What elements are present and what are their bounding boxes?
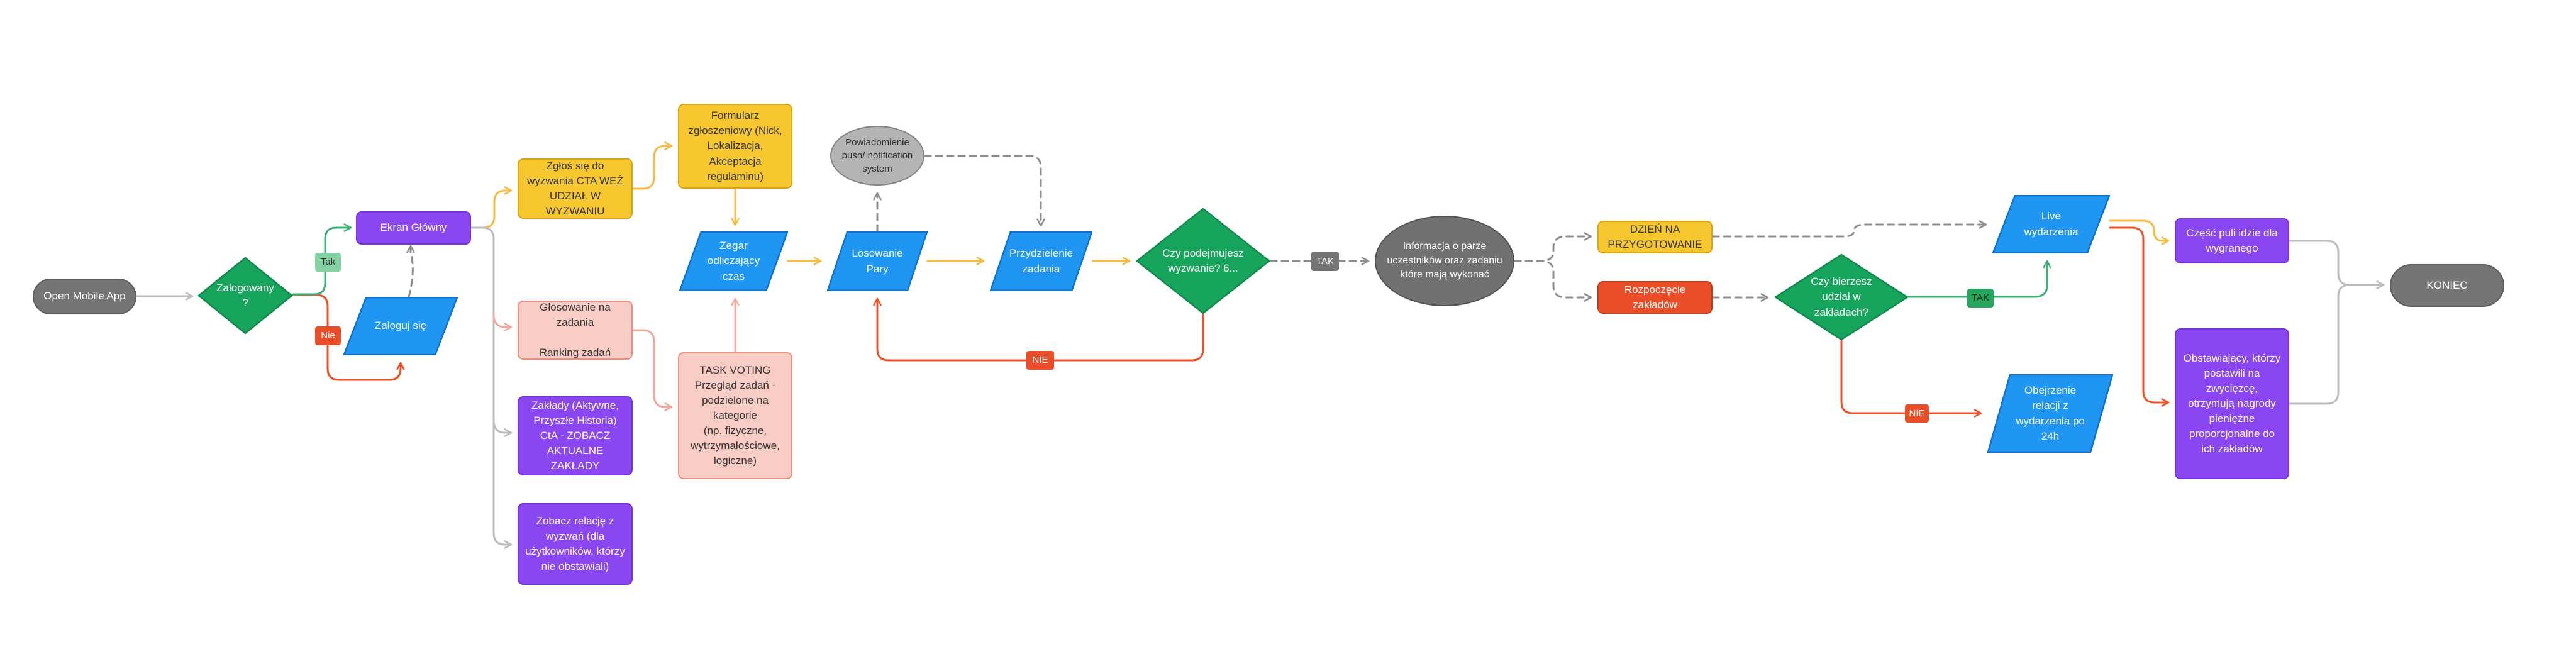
node-watch-relations: Zobacz relację z wyzwań (dla użytkownikó… xyxy=(518,503,633,585)
node-label: TAK xyxy=(1971,292,1990,304)
node-nie3-chip: NIE xyxy=(1905,404,1929,423)
node-label: Zegar odliczający czas xyxy=(707,240,760,282)
node-label: Formularz zgłoszeniowy (Nick, Lokalizacj… xyxy=(688,109,782,182)
node-pair-draw: Losowanie Pary xyxy=(827,231,928,291)
node-label: Głosowanie na zadania Ranking zadań xyxy=(539,301,611,359)
edge-bettors-to-end xyxy=(2288,284,2365,405)
edge-decision1-nie-loop xyxy=(292,294,405,381)
node-start: Open Mobile App xyxy=(33,279,136,314)
edge-trunk-to-bets xyxy=(492,419,513,437)
node-tak3-chip: TAK xyxy=(1967,289,1994,308)
edge-home-to-join xyxy=(470,186,513,229)
edge-decision3-tak xyxy=(1907,260,2051,298)
edge-home-trunk-to-watch xyxy=(470,226,513,549)
node-task-assignment: Przydzielenie zadania xyxy=(990,231,1092,291)
diamond-shape xyxy=(1136,208,1270,314)
node-tak2-chip: TAK xyxy=(1311,252,1339,271)
node-task-voting-overview: TASK VOTING Przegląd zadań - podzielone … xyxy=(678,352,792,479)
node-label: Powiadomienie push/ notification system xyxy=(841,136,913,175)
node-label: Zgłoś się do wyzwania CTA WEŹ UDZIAŁ W W… xyxy=(527,159,623,218)
node-label: Tak xyxy=(320,257,336,268)
node-push-notification: Powiadomienie push/ notification system xyxy=(830,126,924,186)
edge-join-to-form xyxy=(631,141,673,190)
node-winner-pool: Część puli idzie dla wygranego xyxy=(2175,218,2289,263)
edge-push-to-assignment xyxy=(923,155,1045,227)
diamond-shape xyxy=(197,257,293,335)
node-label: KONIEC xyxy=(2426,279,2468,291)
node-signup-form: Formularz zgłoszeniowy (Nick, Lokalizacj… xyxy=(678,104,792,189)
node-label: Nie xyxy=(321,330,335,341)
node-label: Open Mobile App xyxy=(43,290,126,302)
node-tak-chip: Tak xyxy=(315,253,341,272)
node-nie-chip: Nie xyxy=(315,326,341,345)
node-join-challenge: Zgłoś się do wyzwania CTA WEŹ UDZIAŁ W W… xyxy=(518,158,633,219)
node-label: Zobacz relację z wyzwań (dla użytkownikó… xyxy=(525,514,625,573)
node-label: TASK VOTING Przegląd zadań - podzielone … xyxy=(691,363,780,467)
parallelogram-shape xyxy=(827,231,928,291)
node-label: Obstawiający, którzy postawili na zwycię… xyxy=(2183,352,2281,455)
edge-info-to-prep xyxy=(1513,232,1592,262)
node-bet-participation-decision: Czy bierzesz udział w zakładach? xyxy=(1774,253,1909,341)
node-label: Informacja o parze uczestników oraz zada… xyxy=(1387,240,1502,280)
node-label: Losowanie Pary xyxy=(852,247,903,275)
node-label: TAK xyxy=(1316,255,1335,267)
parallelogram-shape xyxy=(1987,374,2113,453)
node-label: Przydzielenie zadania xyxy=(1009,247,1074,275)
edge-decision3-nie xyxy=(1840,340,1982,418)
edge-trunk-to-voting xyxy=(492,313,513,331)
parallelogram-shape xyxy=(990,231,1092,291)
node-label: Część puli idzie dla wygranego xyxy=(2186,226,2278,254)
edge-info-to-betting xyxy=(1513,260,1592,302)
node-end: KONIEC xyxy=(2390,264,2504,307)
node-label: Rozpoczęcie zakładów xyxy=(1624,283,1686,311)
node-bets-cta: Zakłady (Aktywne, Przyszłe Historia) CtA… xyxy=(518,396,633,475)
node-login: Zaloguj się xyxy=(343,297,458,355)
node-label: NIE xyxy=(1032,355,1048,366)
node-label: Zalogowany? xyxy=(216,281,274,309)
node-label: NIE xyxy=(1909,408,1925,419)
node-label: Czy bierzesz udział w zakładach? xyxy=(1811,275,1872,318)
edge-prep-to-live xyxy=(1711,220,1987,238)
node-take-challenge-decision: Czy podejmujesz wyzwanie? 6... xyxy=(1136,208,1270,314)
node-betting-start: Rozpoczęcie zakładów xyxy=(1597,281,1713,314)
node-nie2-chip: NIE xyxy=(1026,351,1054,370)
diamond-shape xyxy=(1774,253,1909,341)
node-bettors-reward: Obstawiający, którzy postawili na zwycię… xyxy=(2175,328,2289,479)
parallelogram-shape xyxy=(1992,195,2110,253)
edge-pool-to-end xyxy=(2288,240,2385,289)
node-prep-day: DZIEŃ NA PRZYGOTOWANIE xyxy=(1597,221,1713,253)
node-label: DZIEŃ NA PRZYGOTOWANIE xyxy=(1607,223,1702,250)
edge-live-to-pool xyxy=(2109,219,2170,245)
node-label: Ekran Główny xyxy=(380,221,447,234)
edge-login-to-home xyxy=(406,245,415,298)
node-pair-info: Informacja o parze uczestników oraz zada… xyxy=(1375,216,1514,306)
edge-voting-to-overview xyxy=(631,329,673,411)
parallelogram-shape xyxy=(343,297,458,355)
node-live-events: Live wydarzenia xyxy=(1992,195,2110,253)
node-countdown-timer: Zegar odliczający czas xyxy=(679,231,788,291)
node-label: Zaloguj się xyxy=(374,319,427,332)
parallelogram-shape xyxy=(679,231,788,291)
node-logged-in-decision: Zalogowany? xyxy=(197,257,293,335)
node-watch-after-24h: Obejrzenie relacji z wydarzenia po 24h xyxy=(1987,374,2113,453)
node-label: Live wydarzenia xyxy=(2024,210,2079,238)
node-task-vote-ranking: Głosowanie na zadania Ranking zadań xyxy=(518,301,633,360)
node-label: Czy podejmujesz wyzwanie? 6... xyxy=(1162,247,1244,274)
node-label: Zakłady (Aktywne, Przyszłe Historia) CtA… xyxy=(531,399,619,472)
node-home-screen: Ekran Główny xyxy=(356,211,471,245)
node-label: Obejrzenie relacji z wydarzenia po 24h xyxy=(2016,384,2085,442)
edge-live-to-bettors xyxy=(2109,226,2170,407)
